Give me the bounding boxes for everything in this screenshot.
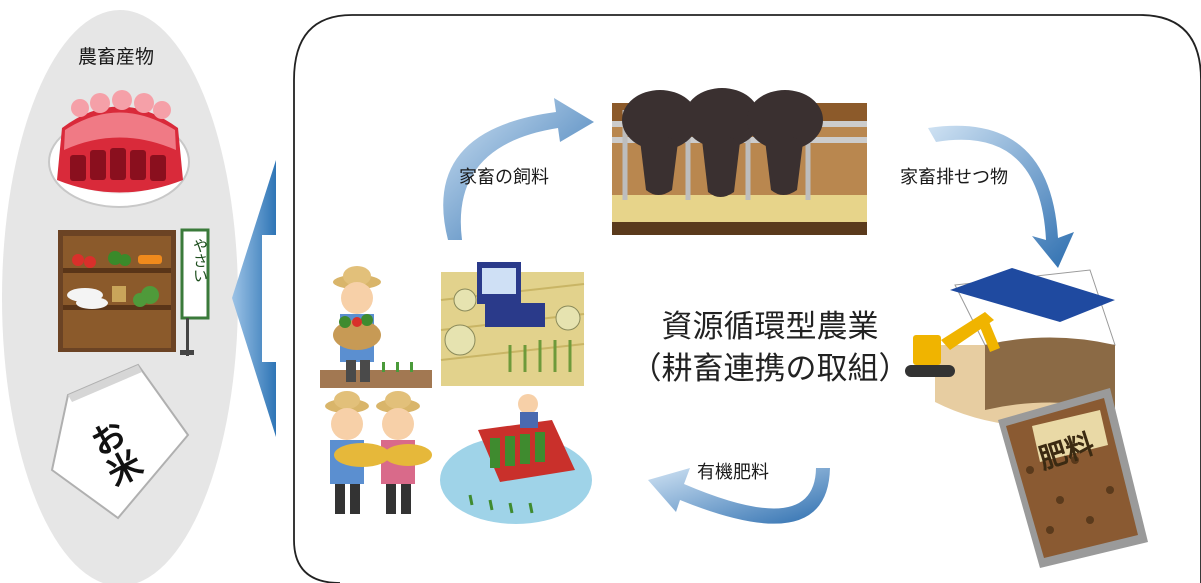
center-title: 資源循環型農業 （耕畜連携の取組）: [620, 306, 920, 390]
harvester-field-illustration: [440, 262, 585, 386]
compost-facility-illustration: [905, 268, 1116, 427]
rice-transplanter-illustration: [440, 394, 592, 524]
excreta-label: 家畜排せつ物: [900, 167, 1008, 188]
output-arrow: [232, 160, 276, 437]
center-title-line2: （耕畜連携の取組）: [630, 351, 910, 387]
products-title: 農畜産物: [78, 46, 155, 68]
farmer-vegetables-illustration: [320, 266, 432, 388]
vegetable-stand-illustration: [58, 228, 210, 356]
center-title-line1: 資源循環型農業: [661, 309, 879, 345]
cattle-barn-illustration: [612, 88, 867, 235]
fertilizer-bag-illustration: [998, 388, 1148, 568]
meat-plate-illustration: [48, 90, 190, 208]
feed-arrow: [443, 98, 594, 240]
rice-bag-illustration: [50, 363, 190, 520]
fertilizer-arrow: [648, 468, 830, 524]
excreta-arrow: [928, 125, 1074, 268]
excavator: [913, 312, 1000, 365]
fertilizer-label: 有機肥料: [697, 462, 769, 483]
feed-label: 家畜の飼料: [459, 167, 549, 188]
rice-farmers-illustration: [325, 391, 432, 514]
vegetable-sign-text: やさい: [191, 238, 209, 283]
